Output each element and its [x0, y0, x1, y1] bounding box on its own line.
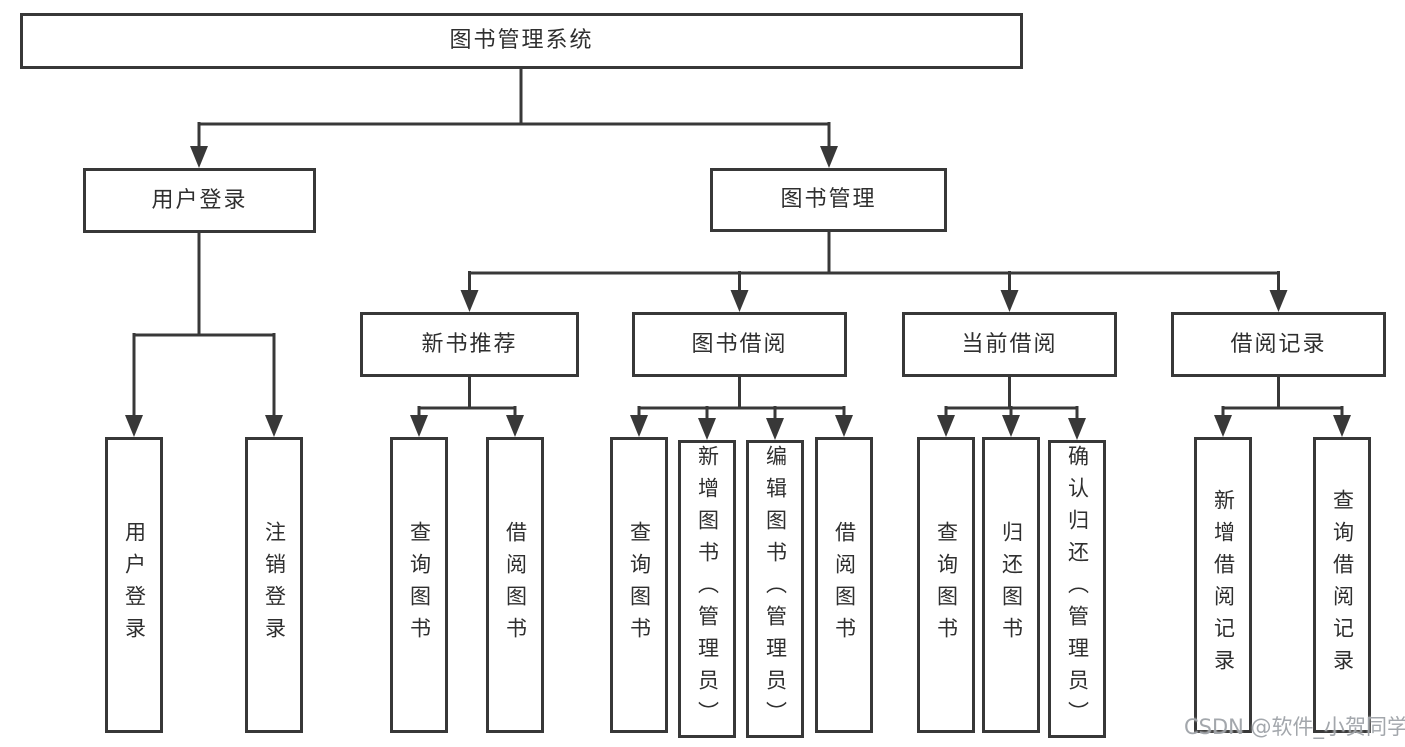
- leaf-return-books: 归还图书: [982, 437, 1040, 733]
- node-label: 归还图书: [999, 521, 1024, 649]
- leaf-query-books-borrowing: 查询图书: [610, 437, 668, 733]
- connector-borrow-records-branch: [1221, 377, 1344, 419]
- node-label: 图书管理系统: [449, 28, 594, 53]
- connector-book-management-branch: [468, 232, 1280, 294]
- node-current-borrowing: 当前借阅: [902, 312, 1117, 377]
- connector-new-book-branch: [417, 377, 517, 419]
- node-label: 新书推荐: [421, 331, 518, 357]
- leaf-query-books-recommend: 查询图书: [390, 437, 448, 733]
- node-label: 图书借阅: [691, 331, 788, 357]
- arrowheads: [125, 146, 1351, 440]
- node-label: 新增图书（管理员）: [695, 445, 720, 733]
- node-label: 图书管理: [780, 187, 877, 212]
- connector-book-borrow-branch: [637, 377, 846, 422]
- leaf-confirm-return-admin: 确认归还（管理员）: [1048, 440, 1106, 738]
- node-book-management: 图书管理: [710, 168, 947, 232]
- leaf-user-login: 用户登录: [105, 437, 163, 733]
- node-label: 借阅图书: [503, 521, 528, 649]
- connector-user-login-branch: [132, 233, 276, 419]
- leaf-add-book-admin: 新增图书（管理员）: [678, 440, 736, 738]
- leaf-query-borrow-record: 查询借阅记录: [1313, 437, 1371, 733]
- node-borrowing-records: 借阅记录: [1171, 312, 1386, 377]
- leaf-query-books-current: 查询图书: [917, 437, 975, 733]
- node-user-login: 用户登录: [83, 168, 316, 233]
- leaf-borrow-books-borrowing: 借阅图书: [815, 437, 873, 733]
- node-library-management-system: 图书管理系统: [20, 13, 1023, 69]
- node-label: 查询借阅记录: [1330, 489, 1355, 681]
- node-label: 编辑图书（管理员）: [763, 445, 788, 733]
- csdn-watermark: CSDN @软件_小贺同学: [1184, 715, 1405, 739]
- node-label: 查询图书: [934, 521, 959, 649]
- connector-root-to-level2: [197, 69, 831, 150]
- node-label: 新增借阅记录: [1211, 489, 1236, 681]
- node-new-book-recommend: 新书推荐: [360, 312, 579, 377]
- node-label: 确认归还（管理员）: [1065, 445, 1090, 733]
- leaf-logout: 注销登录: [245, 437, 303, 733]
- node-book-borrowing: 图书借阅: [632, 312, 847, 377]
- node-label: 注销登录: [262, 521, 287, 649]
- node-label: 当前借阅: [961, 331, 1058, 357]
- node-label: 借阅图书: [832, 521, 857, 649]
- node-label: 查询图书: [627, 521, 652, 649]
- node-label: 借阅记录: [1230, 331, 1327, 357]
- node-label: 用户登录: [122, 521, 147, 649]
- node-label: 查询图书: [407, 521, 432, 649]
- leaf-add-borrow-record: 新增借阅记录: [1194, 437, 1252, 733]
- leaf-borrow-books-recommend: 借阅图书: [486, 437, 544, 733]
- leaf-edit-book-admin: 编辑图书（管理员）: [746, 440, 804, 738]
- node-label: 用户登录: [151, 187, 248, 213]
